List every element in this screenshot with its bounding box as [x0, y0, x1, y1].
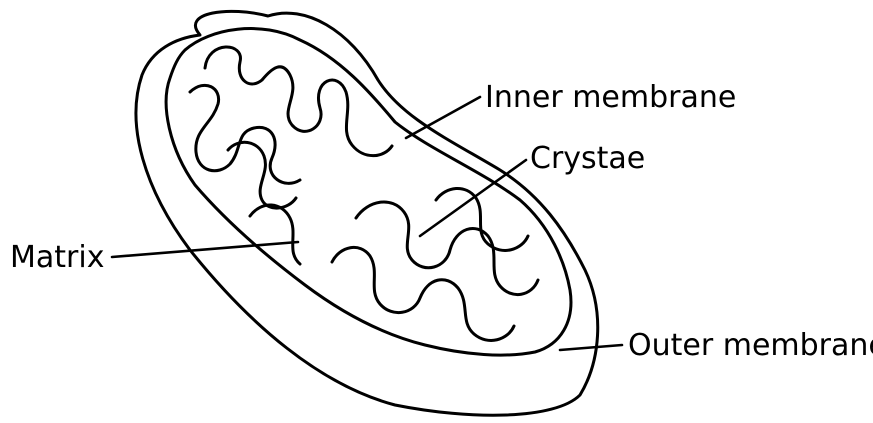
inner-membrane-leader	[406, 97, 480, 138]
inner-membrane-label: Inner membrane	[485, 80, 736, 115]
inner-membrane-outline	[166, 29, 571, 356]
crista-fold-2	[190, 85, 300, 183]
crista-fold-5	[332, 247, 514, 340]
crista-fold-7	[250, 205, 300, 264]
cristae-label: Crystae	[530, 141, 645, 176]
crista-fold-6	[436, 188, 528, 250]
matrix-label: Matrix	[10, 240, 104, 275]
outer-membrane-leader	[560, 345, 622, 350]
crista-fold-3	[228, 142, 296, 208]
outer-membrane-label: Outer membrane	[628, 328, 873, 363]
matrix-leader	[112, 242, 298, 257]
crista-fold-1	[205, 47, 392, 156]
